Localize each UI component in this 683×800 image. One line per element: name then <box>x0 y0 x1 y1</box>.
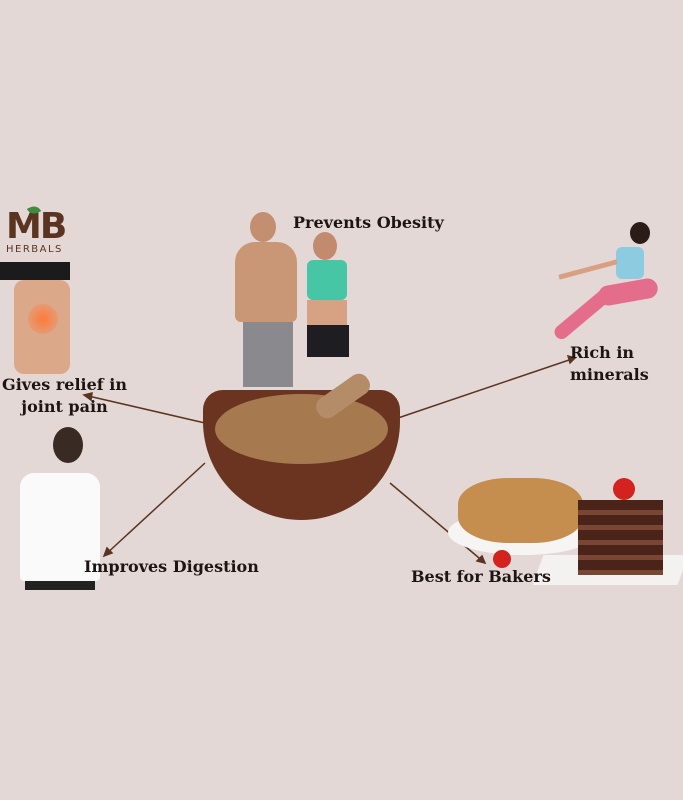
benefit-best-for-bakers: Best for Bakers <box>411 567 551 586</box>
brown-sugar-bowl-image <box>203 369 400 520</box>
benefit-rich-in-minerals: Rich in minerals <box>570 342 649 386</box>
runner-image <box>538 212 673 372</box>
arrow-digestion <box>103 462 206 557</box>
label-line-1: Rich in <box>570 343 635 362</box>
benefit-improves-digestion: Improves Digestion <box>84 557 259 576</box>
arrow-joint-pain <box>83 394 206 424</box>
label-line-2: joint pain <box>21 397 108 416</box>
couple-measuring-waist-image <box>235 212 365 387</box>
benefit-joint-pain-relief: Gives relief in joint pain <box>2 374 127 418</box>
brand-logo: MB HERBALS <box>6 203 76 255</box>
logo-subtitle: HERBALS <box>6 244 63 255</box>
label-line-2: minerals <box>570 365 649 384</box>
benefit-prevents-obesity: Prevents Obesity <box>293 213 444 232</box>
woman-stomach-ache-image <box>5 425 110 590</box>
label-line-1: Gives relief in <box>2 375 127 394</box>
knee-pain-image <box>0 262 92 374</box>
arrow-bakers <box>389 482 486 564</box>
logo-mark: MB <box>6 206 67 247</box>
arrow-minerals <box>397 357 576 419</box>
cookies-and-cake-image <box>448 470 683 590</box>
